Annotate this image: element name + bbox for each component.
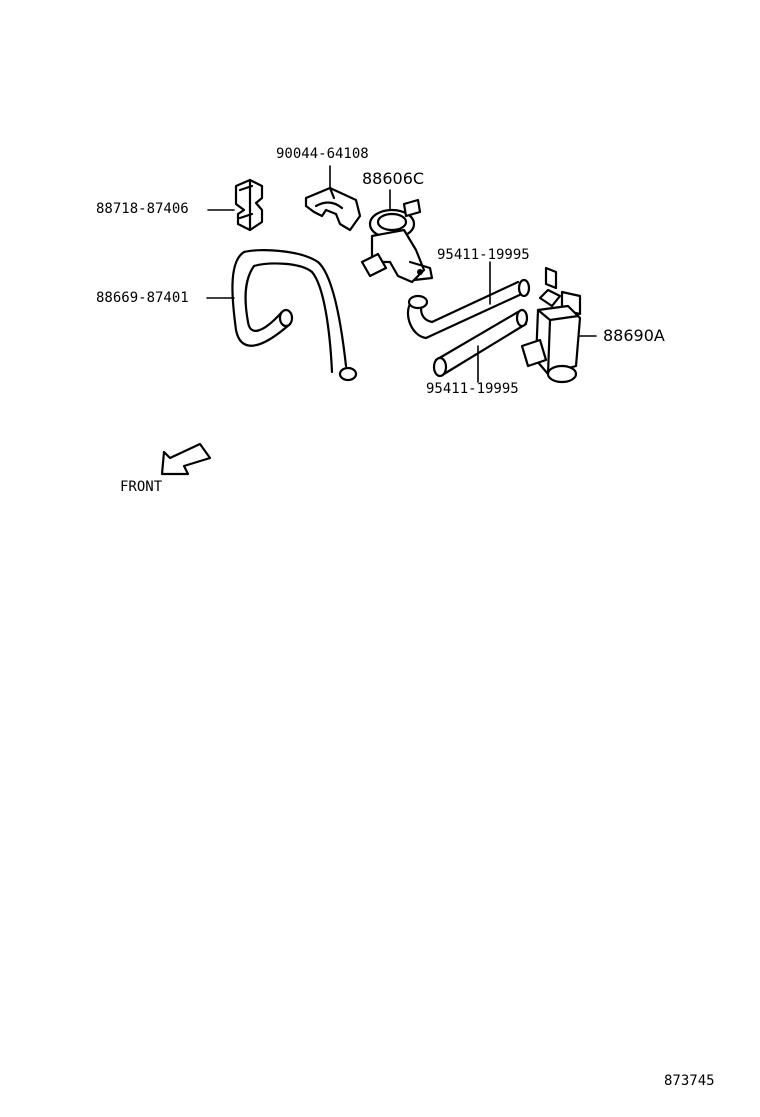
vsv-valve-part bbox=[360, 198, 434, 284]
front-arrow-icon bbox=[160, 442, 212, 476]
clamp-part bbox=[304, 186, 362, 232]
control-valve-part bbox=[520, 266, 582, 384]
part-label-clip: 88718-87406 bbox=[96, 201, 189, 217]
front-label: FRONT bbox=[120, 479, 163, 495]
part-label-hose-lower: 95411-19995 bbox=[426, 381, 519, 397]
leader-lines bbox=[206, 165, 597, 383]
drawing-number: 873745 bbox=[664, 1073, 715, 1089]
hose-large-part bbox=[231, 249, 358, 382]
hose-upper-part bbox=[406, 278, 531, 340]
part-label-vsv-valve: 88606C bbox=[362, 169, 425, 188]
hose-lower-part bbox=[432, 308, 529, 378]
part-label-hose-upper: 95411-19995 bbox=[437, 247, 530, 263]
part-label-hose-large: 88669-87401 bbox=[96, 290, 189, 306]
clip-part bbox=[234, 178, 264, 232]
part-label-clamp-top: 90044-64108 bbox=[276, 146, 369, 162]
part-label-control-valve: 88690A bbox=[603, 326, 665, 345]
